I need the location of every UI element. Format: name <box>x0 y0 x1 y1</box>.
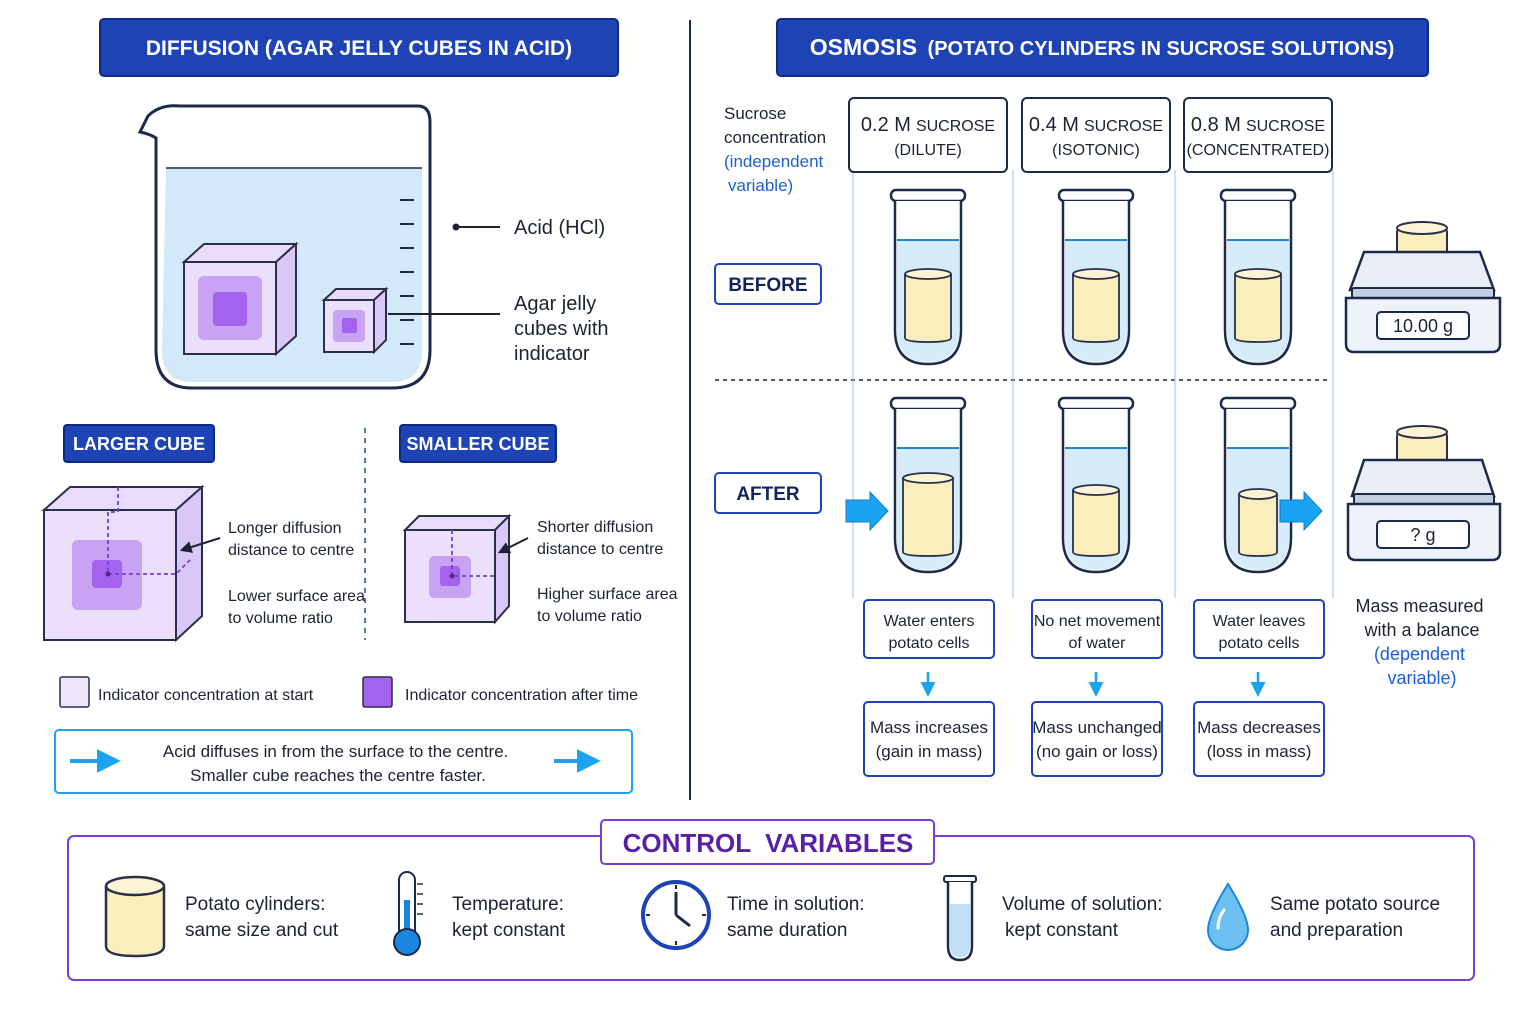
water-movement-label-box <box>863 599 995 659</box>
before-row-label: BEFORE <box>728 275 807 296</box>
osmosis-title-banner <box>776 18 1429 77</box>
smaller-cube-title: SMALLER CUBE <box>407 434 550 454</box>
small-agar-cube-in-beaker <box>321 286 389 355</box>
test-tube-after-icon <box>1219 396 1297 574</box>
clock-icon <box>641 880 711 950</box>
smaller-cube-badge <box>399 424 557 463</box>
smaller-cube-diagram <box>402 513 512 625</box>
mass-change-label-box <box>1193 701 1325 777</box>
diffusion-title: DIFFUSION (AGAR JELLY CUBES IN ACID) <box>146 37 572 60</box>
diffusion-panel: DIFFUSION (AGAR JELLY CUBES IN ACID) <box>41 18 682 794</box>
cubes-label: Agar jelly cubes with indicator <box>514 293 614 365</box>
larger-cube-badge <box>63 424 215 463</box>
osmosis-title: OSMOSIS (POTATO CYLINDERS IN SUCROSE SOL… <box>810 34 1395 60</box>
balance-after-readout: ? g <box>1410 525 1435 545</box>
independent-variable-label: Sucrose concentration <box>724 104 826 147</box>
test-tube-before-icon <box>1219 188 1297 366</box>
mass-change-label-box <box>863 701 995 777</box>
larger-cube-title: LARGER CUBE <box>73 434 205 454</box>
test-tube-icon <box>943 875 977 962</box>
balance-after-icon <box>1346 425 1502 562</box>
potato-cylinder-icon <box>104 875 166 958</box>
large-agar-cube-in-beaker <box>181 241 299 357</box>
water-movement-label-box <box>1031 599 1163 659</box>
osmosis-panel: OSMOSIS (POTATO CYLINDERS IN SUCROSE SOL… <box>714 18 1502 777</box>
larger-cube-distance: Longer diffusion distance to centre <box>228 520 354 559</box>
balance-before-readout: 10.00 g <box>1393 316 1453 336</box>
test-tube-before-icon <box>1057 188 1135 366</box>
concentration-header-box <box>1021 97 1171 173</box>
legend-swatch-after <box>362 676 393 708</box>
control-item-time: Time in solution: same duration <box>727 894 870 941</box>
legend-start-label: Indicator concentration at start <box>98 687 314 704</box>
mass-change-label: Mass increases(gain in mass) <box>870 718 988 761</box>
control-variables-panel: CONTROL VARIABLES <box>67 819 1475 981</box>
test-tube-after-icon <box>889 396 967 574</box>
smaller-cube-distance: Shorter diffusion distance to centre <box>537 519 663 558</box>
thermometer-icon <box>393 871 423 956</box>
legend-swatch-start <box>59 676 90 708</box>
diffusion-note: Acid diffuses in from the surface to the… <box>163 742 513 785</box>
acid-label: Acid (HCl) <box>514 217 605 239</box>
after-row-badge <box>714 472 822 514</box>
control-item-potato: Potato cylinders: same size and cut <box>185 894 339 941</box>
mass-change-label: Mass unchanged(no gain or loss) <box>1032 718 1161 761</box>
concentration-header-box <box>848 97 1008 173</box>
concentration-header-box <box>1183 97 1333 173</box>
water-drop-icon <box>1206 882 1250 951</box>
test-tube-after-icon <box>1057 396 1135 574</box>
larger-cube-ratio: Lower surface area to volume ratio <box>228 588 369 627</box>
control-item-source: Same potato source and preparation <box>1270 894 1445 941</box>
mass-change-label: Mass decreases(loss in mass) <box>1197 718 1321 761</box>
mass-change-label-box <box>1031 701 1163 777</box>
concentration-kind: (CONCENTRATED) <box>1187 142 1330 159</box>
diffusion-note-box <box>54 729 633 794</box>
control-item-temperature: Temperature: kept constant <box>452 894 569 941</box>
dependent-variable-note: (dependent variable) <box>1374 644 1470 688</box>
concentration-kind: (ISOTONIC) <box>1052 142 1140 159</box>
control-item-volume: Volume of solution: kept constant <box>1002 894 1168 941</box>
test-tube-before-icon <box>889 188 967 366</box>
larger-cube-diagram <box>41 484 205 643</box>
smaller-cube-ratio: Higher surface area to volume ratio <box>537 586 682 625</box>
water-in-arrow-icon <box>845 490 889 532</box>
before-row-badge <box>714 263 822 305</box>
dependent-variable-label: Mass measured with a balance <box>1355 596 1488 640</box>
concentration-kind: (DILUTE) <box>894 142 962 159</box>
after-row-label: AFTER <box>736 484 800 505</box>
independent-variable-note: (independent variable) <box>724 152 828 195</box>
control-variables-title: CONTROL VARIABLES <box>623 828 914 858</box>
balance-before-icon <box>1344 221 1502 354</box>
water-out-arrow-icon <box>1279 490 1323 532</box>
water-movement-label-box <box>1193 599 1325 659</box>
legend-after-label: Indicator concentration after time <box>405 687 638 704</box>
control-variables-title-box <box>600 819 935 865</box>
diffusion-title-banner <box>99 18 619 77</box>
